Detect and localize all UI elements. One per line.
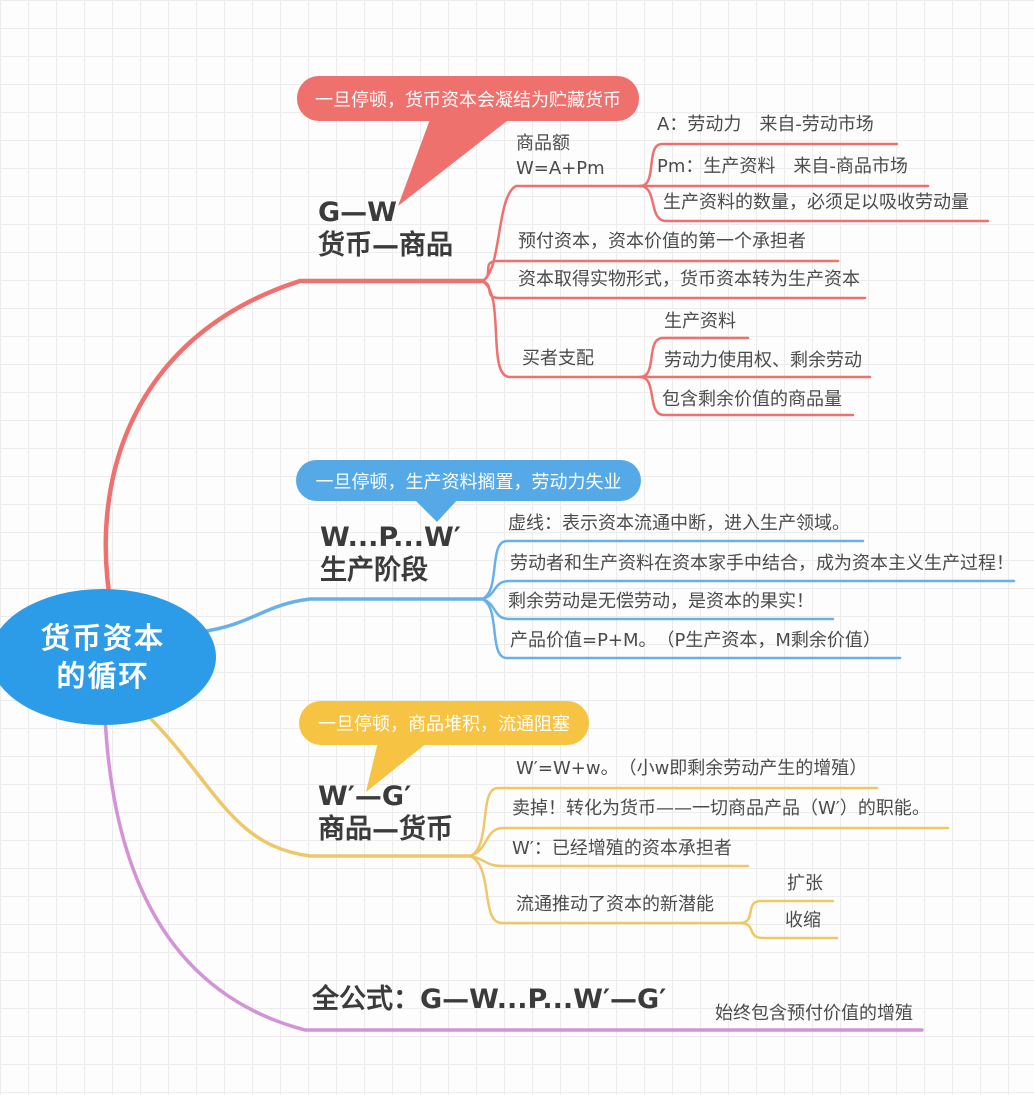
- node-expand[interactable]: 扩张: [787, 873, 823, 894]
- node-wg-child2[interactable]: 卖掉！转化为货币——一切商品产品（W′）的职能。: [512, 798, 930, 819]
- wpw-line-2: [480, 579, 1016, 601]
- wg-callout-tail: [366, 742, 428, 792]
- node-wg-title[interactable]: W′—G′ 商品—货币: [318, 780, 453, 846]
- gw-line-a: [638, 142, 899, 188]
- wg-main-line: [138, 706, 472, 858]
- node-wg-child3[interactable]: W′：已经增殖的资本承担者: [512, 838, 732, 859]
- callout-wpw-text: 一旦停顿，生产资料搁置，劳动力失业: [315, 471, 622, 493]
- node-buyer-control[interactable]: 买者支配: [522, 348, 594, 369]
- node-gw-title-line1: G—W: [318, 197, 397, 228]
- node-wpw-title[interactable]: W...P...W′ 生产阶段: [320, 521, 461, 587]
- node-wpw-child2[interactable]: 劳动者和生产资料在资本家手中结合，成为资本主义生产过程！: [510, 553, 1014, 574]
- gw-line-quantity: [638, 184, 990, 223]
- callout-wg-text: 一旦停顿，商品堆积，流通阻塞: [318, 714, 570, 735]
- wpw-line-1: [480, 539, 865, 601]
- gw-main-line: [103, 278, 485, 615]
- gw-line-buyer: [480, 279, 642, 379]
- wg-line-3: [468, 854, 750, 868]
- node-formula-title[interactable]: 全公式：G—W...P...W′—G′: [312, 984, 667, 1015]
- node-circulation-potential[interactable]: 流通推动了资本的新潜能: [516, 894, 714, 915]
- wpw-callout-tail: [412, 497, 460, 522]
- node-pm-source[interactable]: Pm：生产资料 来自-商品市场: [657, 156, 908, 177]
- branch-gw-lines: [103, 114, 990, 615]
- node-wg-title-line1: W′—G′: [318, 781, 412, 812]
- node-commodity-amount-line2: W=A+Pm: [516, 158, 605, 179]
- node-wpw-child4[interactable]: 产品价值=P+M。 （P生产资本，M剩余价值）: [510, 630, 881, 651]
- node-wpw-title-line1: W...P...W′: [320, 522, 461, 553]
- node-buyer-child3[interactable]: 包含剩余价值的商品量: [662, 389, 842, 410]
- wg-line-2: [468, 826, 950, 858]
- node-formula-child[interactable]: 始终包含预付价值的增殖: [715, 1003, 913, 1024]
- central-topic-line2: 的循环: [56, 659, 150, 693]
- node-wpw-child1[interactable]: 虚线：表示资本流通中断，进入生产领域。: [508, 513, 850, 534]
- wg-line-shrink: [738, 921, 839, 940]
- node-commodity-amount-line1: 商品额: [516, 133, 570, 154]
- central-topic-line1: 货币资本: [40, 621, 165, 655]
- node-capital-form[interactable]: 资本取得实物形式，货币资本转为生产资本: [518, 269, 860, 290]
- node-shrink[interactable]: 收缩: [785, 910, 821, 931]
- node-buyer-child2[interactable]: 劳动力使用权、剩余劳动: [664, 350, 862, 371]
- node-wg-child1[interactable]: W′=W+w。 （小w即剩余劳动产生的增殖）: [516, 758, 868, 779]
- branch-formula-lines: [103, 714, 924, 1032]
- wg-line-potential: [468, 854, 742, 925]
- wpw-line-4: [480, 597, 902, 660]
- node-wg-title-line2: 商品—货币: [318, 814, 453, 845]
- wpw-main-line: [198, 597, 484, 634]
- node-wpw-title-line2: 生产阶段: [320, 555, 428, 586]
- node-buyer-child1[interactable]: 生产资料: [664, 311, 736, 332]
- wg-line-1: [468, 786, 879, 858]
- callout-gw-text: 一旦停顿，货币资本会凝结为贮藏货币: [315, 89, 621, 111]
- branch-wpw-lines: [198, 497, 1016, 660]
- callout-gw[interactable]: 一旦停顿，货币资本会凝结为贮藏货币: [297, 76, 639, 121]
- branch-wg-lines: [138, 706, 950, 940]
- callout-wpw[interactable]: 一旦停顿，生产资料搁置，劳动力失业: [296, 460, 641, 501]
- gw-line-buyer1: [638, 336, 750, 379]
- node-wpw-child3[interactable]: 剩余劳动是无偿劳动，是资本的果实！: [508, 591, 814, 612]
- node-gw-title[interactable]: G—W 货币—商品: [318, 196, 453, 262]
- callout-wg[interactable]: 一旦停顿，商品堆积，流通阻塞: [299, 701, 589, 745]
- node-labor-source[interactable]: A：劳动力 来自-劳动市场: [657, 114, 874, 135]
- node-quantity[interactable]: 生产资料的数量，必须足以吸收劳动量: [663, 192, 969, 213]
- gw-line-advance: [480, 259, 840, 283]
- node-advance-capital[interactable]: 预付资本，资本价值的第一个承担者: [518, 231, 806, 252]
- gw-line-buyer3: [638, 375, 855, 417]
- central-topic-ellipse[interactable]: [0, 589, 216, 725]
- node-commodity-amount[interactable]: 商品额 W=A+Pm: [516, 131, 605, 181]
- central-topic[interactable]: 货币资本 的循环: [0, 590, 216, 724]
- gw-callout-tail: [398, 114, 516, 206]
- node-gw-title-line2: 货币—商品: [318, 230, 453, 261]
- formula-main-line: [103, 714, 924, 1032]
